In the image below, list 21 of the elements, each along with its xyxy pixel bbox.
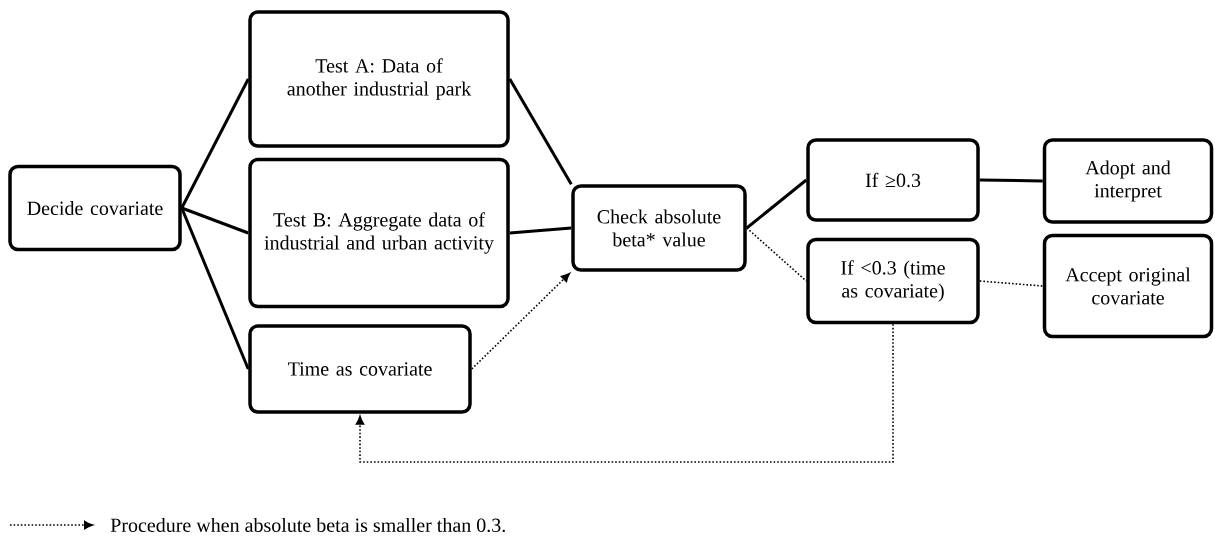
- connector: [181, 206, 249, 235]
- process-box: Time as covariate: [248, 324, 472, 414]
- connector: [470, 272, 571, 370]
- process-box: Adopt and interpret: [1042, 138, 1214, 224]
- connector: [180, 78, 250, 209]
- process-box: Test A: Data of another industrial park: [248, 10, 510, 148]
- connector: [355, 323, 894, 463]
- process-box: Accept original covariate: [1042, 233, 1214, 339]
- connector: [180, 207, 250, 370]
- connector: [745, 227, 808, 282]
- legend-text: Procedure when absolute beta is smaller than 0.3.: [110, 517, 505, 533]
- process-box: If ≥0.3: [806, 138, 980, 222]
- process-box: Test B: Aggregate data of industrial and urban activity: [248, 157, 510, 309]
- process-box: If <0.3 (time as covariate): [806, 237, 980, 325]
- process-box: Decide covariate: [8, 164, 182, 252]
- connector: [508, 78, 573, 185]
- connector: [745, 178, 808, 230]
- connector: [978, 280, 1044, 287]
- connector: [509, 226, 572, 235]
- connector: [979, 178, 1043, 183]
- process-box: Check absolute beta* value: [571, 184, 747, 272]
